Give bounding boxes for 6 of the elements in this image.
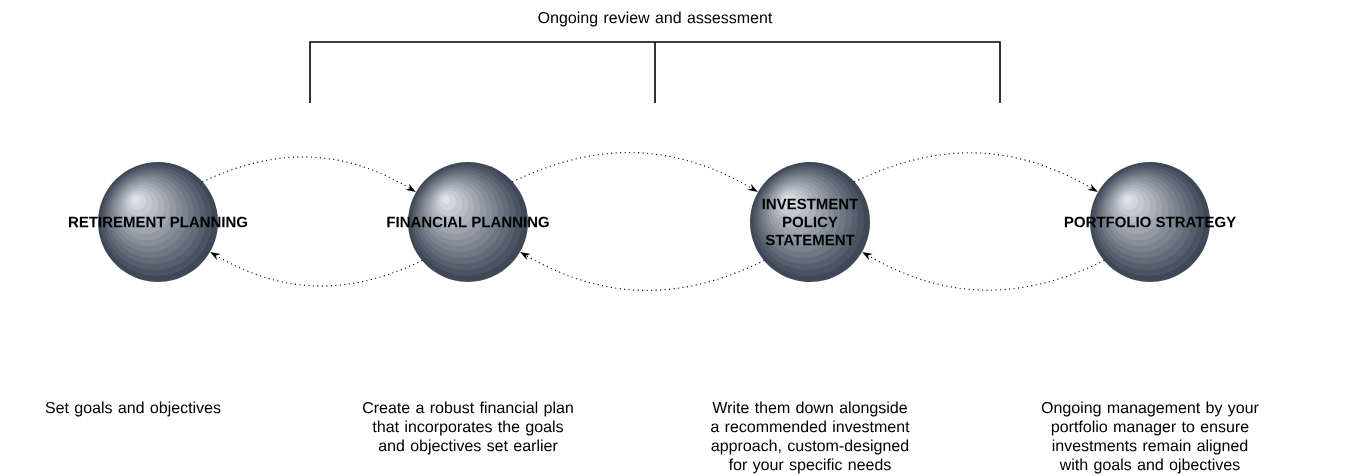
sphere: INVESTMENT POLICY STATEMENT	[750, 162, 870, 282]
description: Create a robust financial plan that incorporates the goals and objectives set earlier	[363, 401, 573, 455]
description: Set goals and objectives	[45, 401, 221, 417]
description: Write them down alongside a recommended investment approach, custom-designed for your specific needs	[711, 401, 910, 474]
description: Ongoing management by your portfolio manager to ensure investments remain aligned with goals and ojbectives	[1041, 401, 1259, 474]
bracket-label: Ongoing review and assessment	[538, 11, 773, 27]
